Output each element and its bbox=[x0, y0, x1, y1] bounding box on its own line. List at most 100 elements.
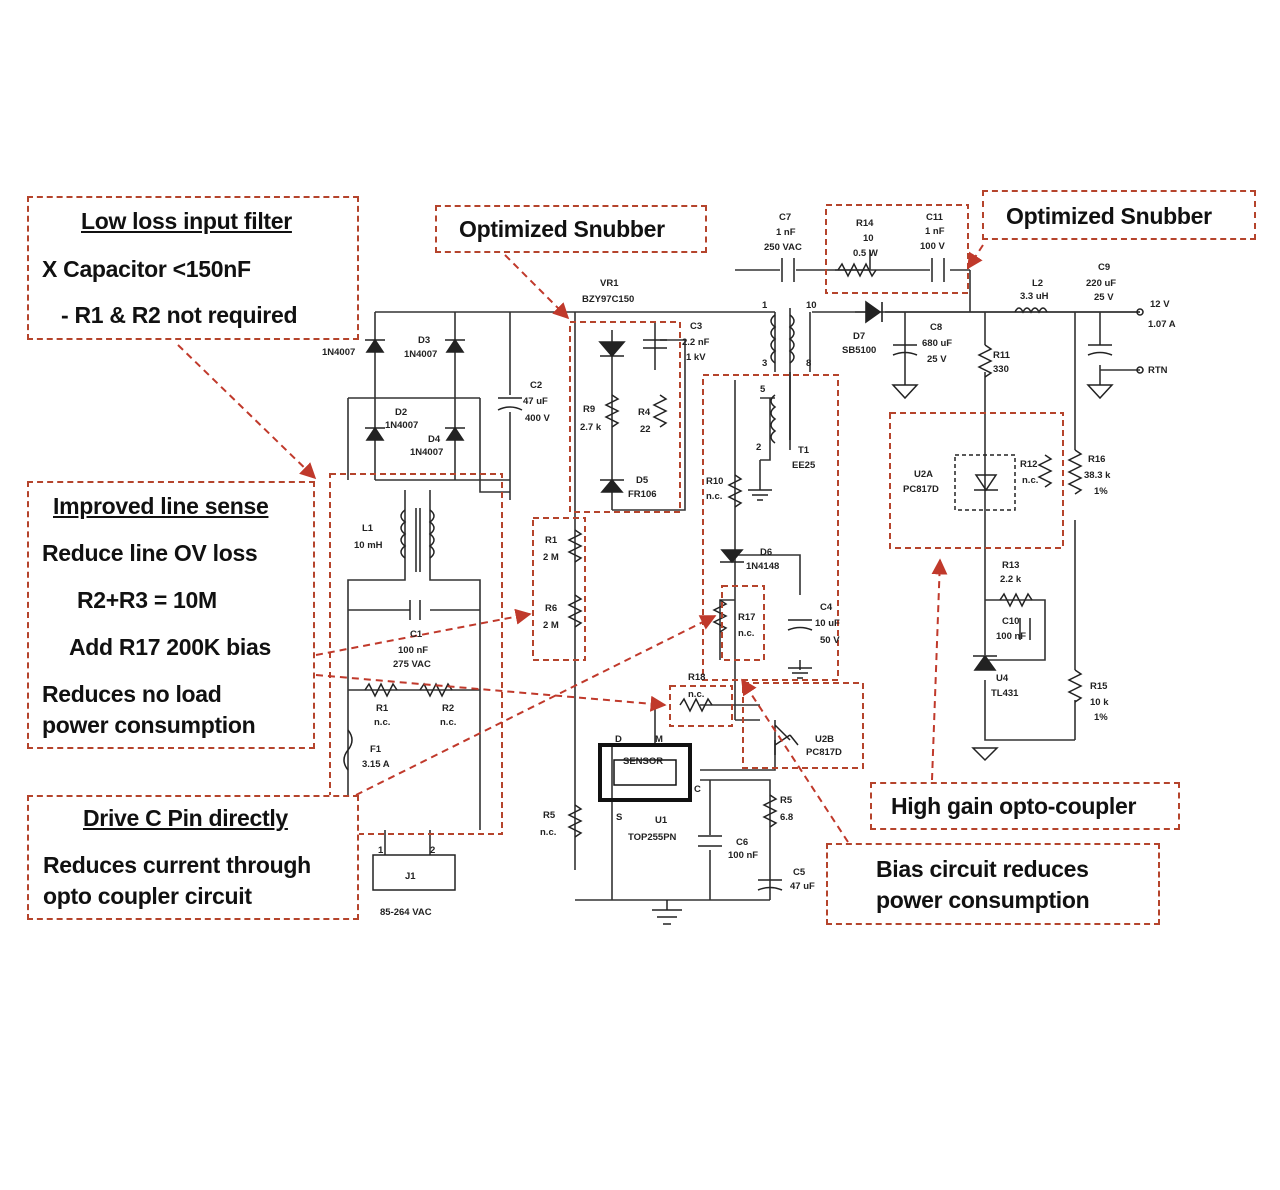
callout-text: Reduce line OV loss bbox=[42, 540, 258, 566]
label-r14-val1: 10 bbox=[863, 233, 874, 244]
choke-l1-icon bbox=[400, 508, 435, 572]
resistor-r6-icon bbox=[567, 594, 583, 628]
label-r10-val: n.c. bbox=[706, 491, 722, 502]
label-d6-ref: D6 bbox=[760, 547, 772, 558]
callout-snubber-secondary: Optimized Snubber bbox=[982, 190, 1256, 240]
label-d3-ref: D3 bbox=[418, 335, 430, 346]
label-u2a-val: PC817D bbox=[903, 484, 939, 495]
label-d4-val: 1N4007 bbox=[410, 447, 443, 458]
label-c9-ref: C9 bbox=[1098, 262, 1110, 273]
callout-text: Add R17 200K bias bbox=[69, 634, 271, 660]
label-c7-val1: 1 nF bbox=[776, 227, 796, 238]
capacitor-c10-icon bbox=[1019, 618, 1031, 640]
label-c1-val1: 100 nF bbox=[398, 645, 428, 656]
ground-symbol-icon bbox=[1086, 384, 1114, 400]
ground-symbol-icon bbox=[748, 489, 772, 501]
ground-symbol-icon bbox=[652, 909, 682, 925]
label-r6-ref: R6 bbox=[545, 603, 557, 614]
output-terminal-icon bbox=[1136, 308, 1144, 316]
callout-text: Reduces no load bbox=[42, 681, 222, 707]
label-u1-chip: SENSOR bbox=[623, 756, 663, 767]
label-c4-ref: C4 bbox=[820, 602, 833, 613]
label-out-v: 12 V bbox=[1150, 299, 1170, 310]
label-c2-val2: 400 V bbox=[525, 413, 550, 424]
label-c11-ref: C11 bbox=[926, 212, 944, 223]
label-r15-ref: R15 bbox=[1090, 681, 1108, 692]
capacitor-c5-icon bbox=[757, 879, 783, 891]
label-r12-val: n.c. bbox=[1022, 475, 1038, 486]
label-r1-val: 2 M bbox=[543, 552, 559, 563]
label-r18-ref: R18 bbox=[688, 672, 705, 683]
label-d7-val: SB5100 bbox=[842, 345, 876, 356]
callout-line-sense: Improved line sense Reduce line OV loss … bbox=[27, 481, 315, 749]
label-u2a-ref: U2A bbox=[914, 469, 933, 480]
label-r14-ref: R14 bbox=[856, 218, 874, 229]
label-u1-val: TOP255PN bbox=[628, 832, 677, 843]
resistor-r15-icon bbox=[1067, 669, 1083, 703]
ground-symbol-icon bbox=[971, 747, 999, 762]
label-d5-val: FR106 bbox=[628, 489, 657, 500]
capacitor-c7-icon bbox=[781, 258, 795, 282]
resistor-r9-icon bbox=[604, 394, 620, 428]
label-u1-s: S bbox=[616, 812, 622, 823]
label-c6-ref: C6 bbox=[736, 837, 748, 848]
schematic-wires bbox=[347, 250, 1140, 901]
label-r5-ref: R5 bbox=[543, 810, 556, 821]
shunt-u4-icon bbox=[973, 654, 997, 671]
callout-title: Low loss input filter bbox=[81, 208, 292, 234]
rtn-terminal-icon bbox=[1136, 366, 1144, 374]
callout-text: X Capacitor <150nF bbox=[42, 256, 251, 282]
label-d1-val: 1N4007 bbox=[322, 347, 355, 358]
label-r16-ref: R16 bbox=[1088, 454, 1105, 465]
callout-arrows bbox=[177, 244, 984, 843]
label-c8-ref: C8 bbox=[930, 322, 942, 333]
label-r16-val1: 38.3 k bbox=[1084, 470, 1111, 481]
callout-text: - R1 & R2 not required bbox=[61, 302, 298, 328]
capacitor-c4-icon bbox=[787, 619, 813, 631]
label-c5-val: 47 uF bbox=[790, 881, 815, 892]
label-r4-ref: R4 bbox=[638, 407, 651, 418]
u1-ic-body bbox=[598, 743, 692, 802]
label-c11-val2: 100 V bbox=[920, 241, 945, 252]
label-r13-ref: R13 bbox=[1002, 560, 1019, 571]
resistor-r4-icon bbox=[652, 394, 668, 428]
resistor-r5-icon bbox=[567, 804, 583, 838]
label-pin8: 8 bbox=[806, 358, 811, 369]
label-d3-val: 1N4007 bbox=[404, 349, 437, 360]
label-d4-ref: D4 bbox=[428, 434, 441, 445]
resistor-r14-icon bbox=[837, 262, 877, 278]
label-j1-range: 85-264 VAC bbox=[380, 907, 432, 918]
label-vr1-val: BZY97C150 bbox=[582, 294, 634, 305]
resistor-r17-icon bbox=[712, 599, 728, 633]
callout-drive-c: Drive C Pin directly Reduces current thr… bbox=[27, 795, 359, 920]
label-r11-ref: R11 bbox=[993, 350, 1011, 361]
highlight-blocks bbox=[329, 204, 1064, 835]
label-r17-ref: R17 bbox=[738, 612, 755, 623]
label-u4-val: TL431 bbox=[991, 688, 1019, 699]
label-c3-ref: C3 bbox=[690, 321, 702, 332]
label-r2-ref: R2 bbox=[442, 703, 454, 714]
callout-text: Bias circuit reduces bbox=[876, 856, 1089, 882]
label-r8-val: 6.8 bbox=[780, 812, 793, 823]
label-r14-val2: 0.5 W bbox=[853, 248, 878, 259]
ground-symbol-icon bbox=[788, 667, 812, 679]
callout-text: power consumption bbox=[876, 887, 1090, 913]
label-c2-val1: 47 uF bbox=[523, 396, 548, 407]
label-c3-val2: 1 kV bbox=[686, 352, 706, 363]
label-r5-val: n.c. bbox=[540, 827, 556, 838]
label-c4-val1: 10 uF bbox=[815, 618, 840, 629]
label-r18-val: n.c. bbox=[688, 689, 704, 700]
label-u1-ref: U1 bbox=[655, 815, 668, 826]
label-l1-val: 10 mH bbox=[354, 540, 383, 551]
diode-d7-icon bbox=[865, 300, 883, 324]
label-r16-val2: 1% bbox=[1094, 486, 1108, 497]
zener-vr1-icon bbox=[598, 341, 626, 358]
label-f1-val: 3.15 A bbox=[362, 759, 390, 770]
label-u1-c: C bbox=[694, 784, 701, 795]
diode-d1-icon bbox=[365, 338, 385, 353]
opto-u2a-body bbox=[954, 454, 1016, 511]
callout-snubber-primary: Optimized Snubber bbox=[435, 205, 707, 253]
resistor-r10-icon bbox=[727, 474, 743, 508]
label-c7-val2: 250 VAC bbox=[764, 242, 802, 253]
